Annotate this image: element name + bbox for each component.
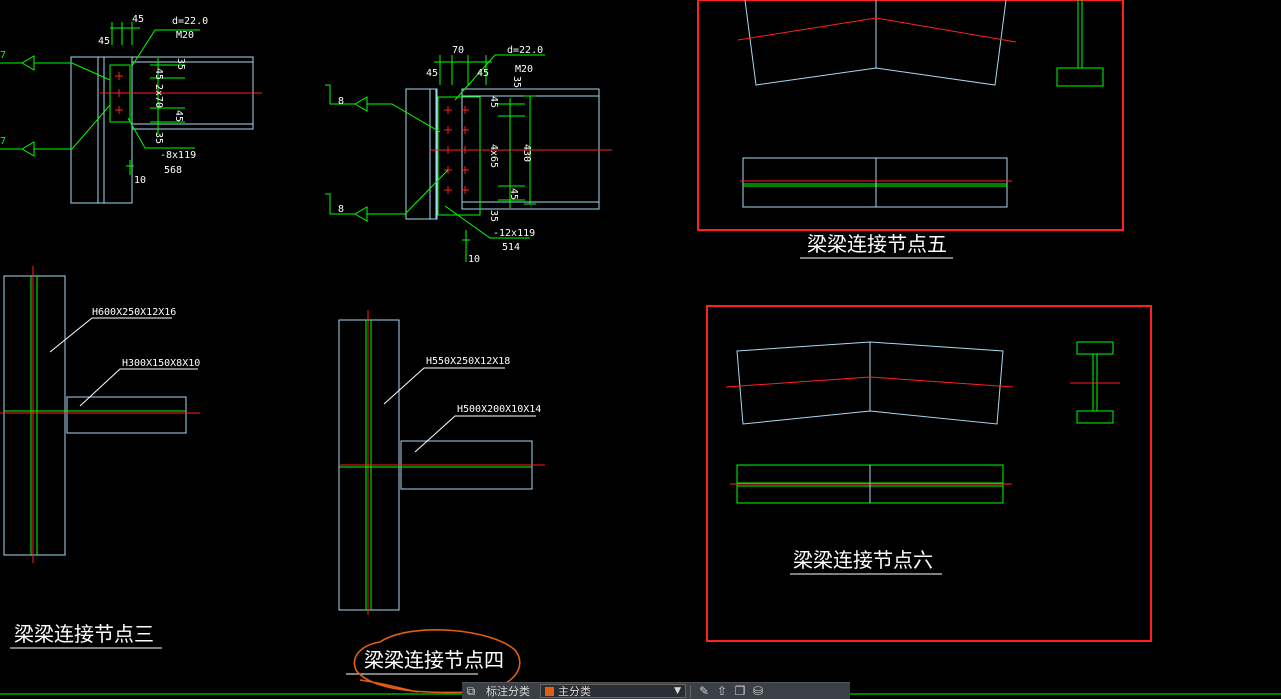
node3-column-spec: H600X250X12X16 (92, 307, 176, 318)
node3-bolt-spec: d=22.0 (172, 16, 208, 27)
node6-frame (706, 305, 1152, 642)
node5-frame (697, 0, 1124, 231)
node4-plate-spec: -12x119 (493, 228, 535, 239)
node3-column-outline (70, 56, 133, 204)
node5-title: 梁梁连接节点五 (807, 232, 947, 256)
node4-column-outline (405, 88, 438, 220)
node4-weld-mark-a: 8 (338, 96, 344, 107)
node4-dim-45b: 45 (477, 68, 489, 79)
copy-icon[interactable]: ❐ (734, 684, 746, 698)
glasses-icon[interactable]: ⧉ (466, 683, 476, 698)
node3-beam-spec: H300X150X8X10 (122, 358, 200, 369)
node4-connection-detail (325, 54, 612, 262)
node4-dim-35a: 35 (511, 76, 522, 88)
node4-column-spec: H550X250X12X18 (426, 356, 510, 367)
node4-dim-4x65: 4x65 (488, 144, 499, 168)
node3-dim-35b: 35 (153, 132, 164, 144)
database-icon[interactable]: ⛁ (752, 684, 764, 698)
chevron-down-icon: ▼ (674, 686, 681, 696)
node3-dim-35a: 35 (175, 58, 186, 70)
node4-dim-45c: 45 (488, 96, 499, 108)
node3-dim-left: 45 (98, 36, 110, 47)
layer-category-dropdown[interactable]: 主分类 ▼ (540, 684, 686, 698)
node4-plate-length: 514 (502, 242, 520, 253)
node3-plan-view (0, 266, 200, 649)
node6-title: 梁梁连接节点六 (793, 548, 933, 572)
node3-connection-detail (0, 22, 262, 204)
node5-drawing (737, 0, 1104, 259)
node3-plate-spec: -8x119 (160, 150, 196, 161)
layer-color-swatch (545, 686, 554, 696)
node4-bolt-spec: d=22.0 (507, 45, 543, 56)
node4-dim-70: 70 (452, 45, 464, 56)
node3-weld-mark-b: 7 (0, 136, 6, 147)
node3-dim-45b: 45 (173, 110, 184, 122)
node3-bolt-name: M20 (176, 30, 194, 41)
node4-dim-45d: 45 (508, 188, 519, 200)
node3-plate-length: 568 (164, 165, 182, 176)
node4-plan-view (338, 310, 545, 675)
node4-title: 梁梁连接节点四 (364, 648, 504, 672)
node4-dim-430: 430 (521, 144, 532, 162)
node3-dim-45a: 45 (153, 68, 164, 80)
node3-weld-mark-a: 7 (0, 50, 6, 61)
node4-dim-45a: 45 (426, 68, 438, 79)
node3-title: 梁梁连接节点三 (14, 622, 154, 646)
move-icon[interactable]: ⇧ (716, 684, 728, 698)
node4-beam-outline (461, 88, 600, 210)
node4-weld-size: 10 (468, 254, 480, 265)
bottom-annotation-toolbar: ⧉ 标注分类 主分类 ▼ ✎ ⇧ ❐ ⛁ (462, 682, 850, 699)
pen-edit-icon[interactable]: ✎ (698, 684, 710, 698)
annotate-category-label: 标注分类 (486, 685, 530, 698)
node4-bolt-name: M20 (515, 64, 533, 75)
node3-weld-size: 10 (134, 175, 146, 186)
layer-category-value: 主分类 (558, 685, 591, 698)
node3-dim-top: 45 (132, 14, 144, 25)
node3-dim-2x70: 2x70 (153, 84, 164, 108)
node4-beam-spec: H500X200X10X14 (457, 404, 541, 415)
node6-drawing (725, 341, 1120, 575)
node4-dim-35b: 35 (488, 210, 499, 222)
node4-weld-mark-b: 8 (338, 204, 344, 215)
